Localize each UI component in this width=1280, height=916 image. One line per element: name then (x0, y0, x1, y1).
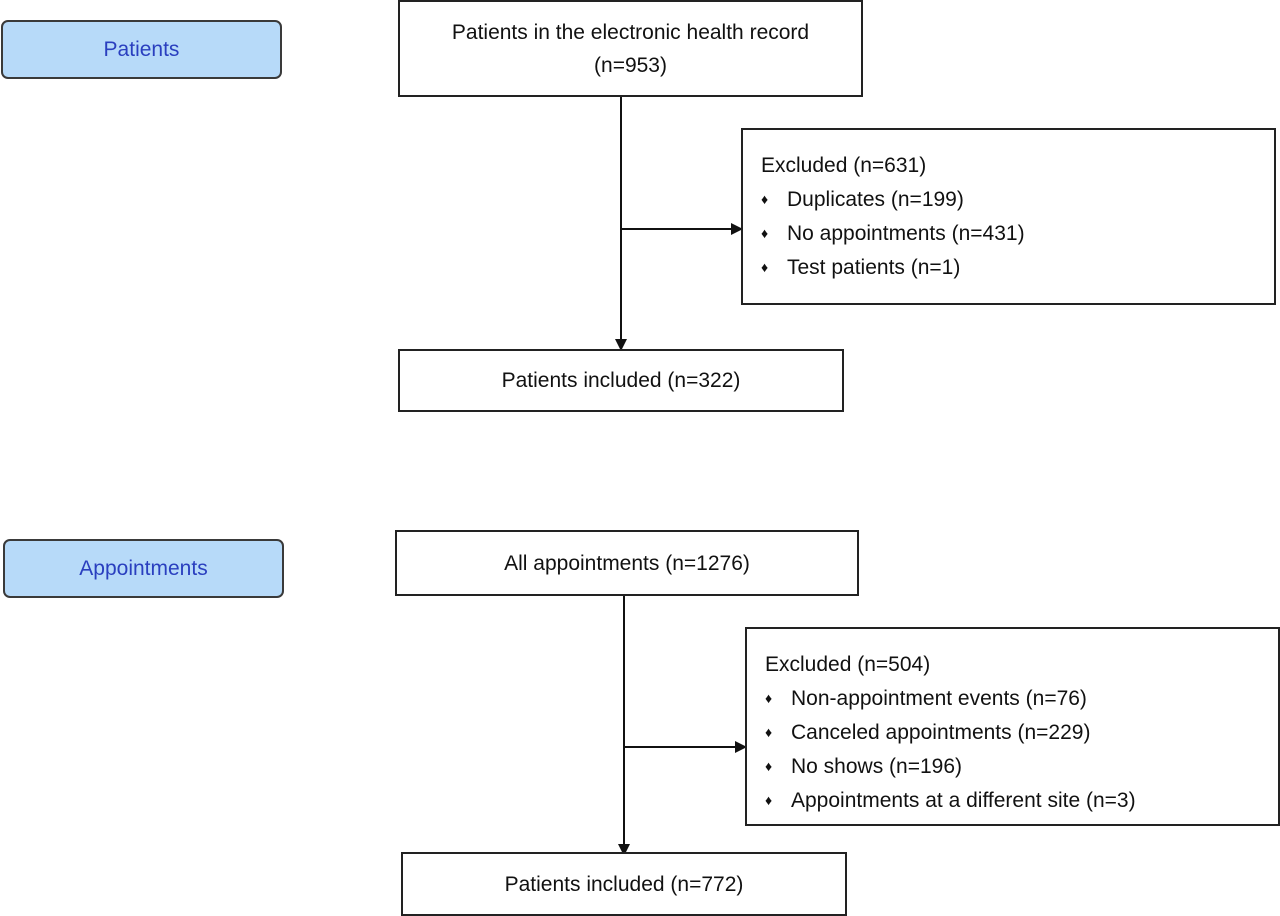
list-item-label: Canceled appointments (n=229) (791, 720, 1091, 744)
appointments-start-box: All appointments (n=1276) (395, 530, 859, 596)
list-item-label: Appointments at a different site (n=3) (791, 788, 1136, 812)
patients-excluded-heading: Excluded (n=631) (761, 153, 927, 177)
diamond-bullet-icon: ♦ (765, 791, 773, 808)
stage-label-patients: Patients (1, 20, 282, 79)
appointments-included-box: Patients included (n=772) (401, 852, 847, 916)
patients-start-box: Patients in the electronic health record… (398, 0, 863, 97)
list-item-label: Test patients (n=1) (787, 255, 961, 279)
list-item: ♦ Appointments at a different site (n=3) (765, 783, 1278, 817)
stage-label-appointments: Appointments (3, 539, 284, 598)
patients-start-line1: Patients in the electronic health record (451, 20, 810, 44)
list-item: ♦ Duplicates (n=199) (761, 182, 1274, 216)
appointments-excluded-box: Excluded (n=504) ♦ Non-appointment event… (745, 627, 1280, 826)
diamond-bullet-icon: ♦ (765, 723, 773, 740)
diamond-bullet-icon: ♦ (761, 190, 769, 207)
list-item: ♦ Test patients (n=1) (761, 250, 1274, 284)
patients-excluded-box: Excluded (n=631) ♦ Duplicates (n=199) ♦ … (741, 128, 1276, 305)
appointments-excluded-heading: Excluded (n=504) (765, 652, 931, 676)
list-item-label: No appointments (n=431) (787, 221, 1025, 245)
list-item-label: Duplicates (n=199) (787, 187, 964, 211)
list-item-label: No shows (n=196) (791, 754, 963, 778)
diamond-bullet-icon: ♦ (761, 258, 769, 275)
list-item: ♦ No appointments (n=431) (761, 216, 1274, 250)
diamond-bullet-icon: ♦ (765, 757, 773, 774)
patients-start-line2: (n=953) (594, 53, 667, 77)
patients-included-box: Patients included (n=322) (398, 349, 844, 412)
list-item: ♦ Non-appointment events (n=76) (765, 681, 1278, 715)
list-item: ♦ No shows (n=196) (765, 749, 1278, 783)
list-item-label: Non-appointment events (n=76) (791, 686, 1087, 710)
diamond-bullet-icon: ♦ (765, 689, 773, 706)
diamond-bullet-icon: ♦ (761, 224, 769, 241)
list-item: ♦ Canceled appointments (n=229) (765, 715, 1278, 749)
